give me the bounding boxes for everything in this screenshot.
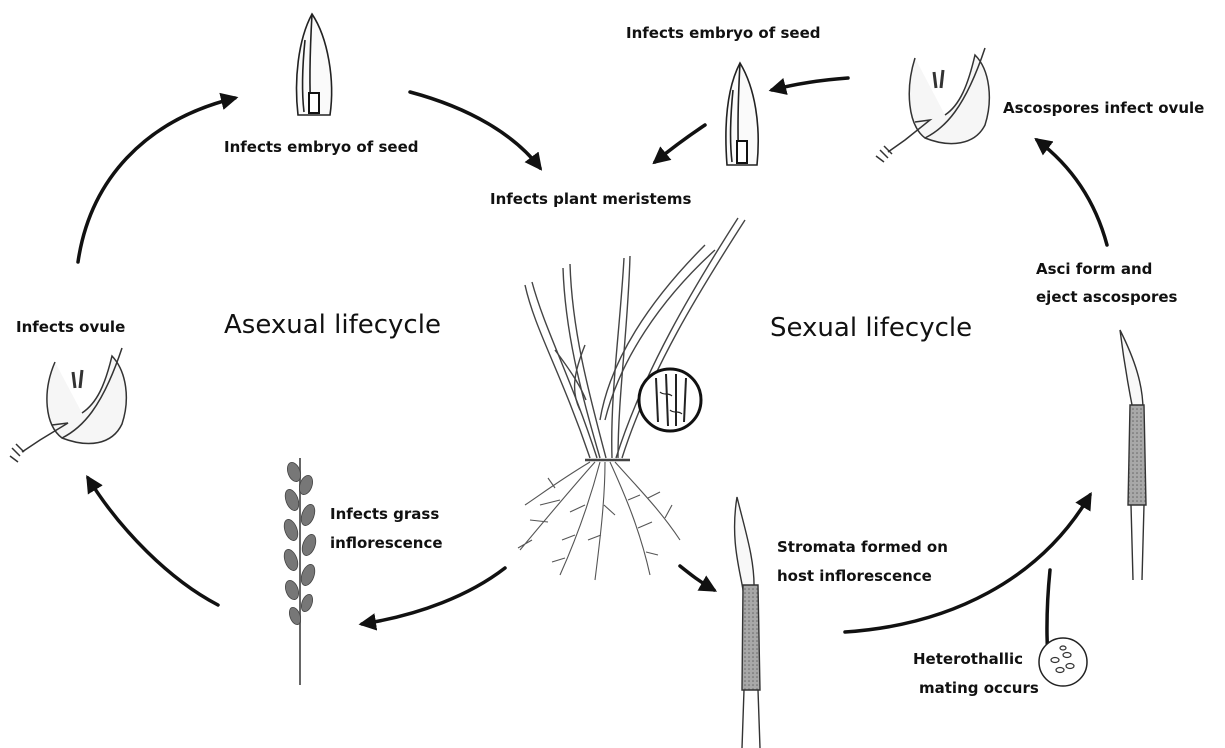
- label-ascospores-infect: Ascospores infect ovule: [1003, 97, 1204, 119]
- stroma-illustration-right: [1120, 330, 1146, 580]
- asexual-lifecycle-title: Asexual lifecycle: [224, 310, 441, 340]
- arrow-stromata-to-asci: [845, 495, 1090, 632]
- floret-illustration-left: [10, 348, 126, 462]
- arrow-asci-to-ascospores: [1037, 140, 1107, 245]
- label-asci-line1: Asci form and: [1036, 258, 1152, 280]
- label-infects-embryo-right: Infects embryo of seed: [626, 22, 820, 44]
- label-infects-embryo-left: Infects embryo of seed: [224, 136, 418, 158]
- arrow-right-seed-to-meristem: [655, 125, 705, 162]
- grass-inflorescence-illustration: [282, 458, 319, 685]
- label-stromata-line2: host inflorescence: [777, 565, 932, 587]
- mating-spores-illustration: [1039, 638, 1087, 686]
- arrow-plant-to-grass: [362, 568, 505, 624]
- label-infects-meristems: Infects plant meristems: [490, 188, 691, 210]
- arrow-ovule-to-seed: [78, 98, 235, 262]
- floret-illustration-right: [876, 48, 989, 162]
- cycle-arrows: [78, 78, 1107, 660]
- label-asci-line2: eject ascospores: [1036, 286, 1178, 308]
- label-stromata-line1: Stromata formed on: [777, 536, 948, 558]
- roots-illustration: [518, 462, 680, 580]
- arrow-seed-to-meristem: [410, 92, 540, 168]
- arrow-grass-to-ovule: [88, 478, 218, 605]
- label-mating-line2: mating occurs: [919, 677, 1039, 699]
- arrow-ovule-to-right-seed: [772, 78, 848, 90]
- seed-illustration-right: [726, 63, 758, 165]
- label-grass-line1: Infects grass: [330, 503, 439, 525]
- label-grass-line2: inflorescence: [330, 532, 443, 554]
- grass-plant-illustration: [525, 218, 745, 460]
- seed-illustration-left: [297, 14, 332, 115]
- label-mating-line1: Heterothallic: [913, 648, 1023, 670]
- magnified-hyphae-illustration: [639, 369, 701, 431]
- label-infects-ovule: Infects ovule: [16, 316, 125, 338]
- sexual-lifecycle-title: Sexual lifecycle: [770, 313, 972, 343]
- stroma-illustration-center: [735, 497, 760, 748]
- arrow-plant-to-stromata: [680, 566, 714, 590]
